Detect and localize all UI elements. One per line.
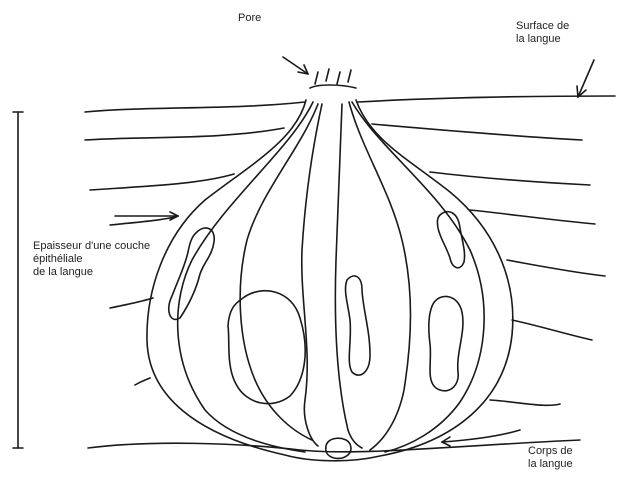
tongue-body-line xyxy=(88,440,580,452)
cell-left-outer xyxy=(178,102,313,452)
pore-arrow xyxy=(283,57,308,74)
layer-line-3-left xyxy=(90,174,234,190)
cell-right-outer xyxy=(352,102,484,452)
nucleus-left-edge xyxy=(169,228,215,320)
tongue-body-label: Corps de la langue xyxy=(528,445,573,471)
nucleus-center-elongated xyxy=(345,276,370,375)
elongated-cells xyxy=(178,102,484,452)
epithelial-thickness-label: Epaisseur d'une couche épithéliale de la… xyxy=(33,240,150,279)
layer-line-2-right xyxy=(372,124,582,140)
layer-line-5-right xyxy=(507,260,605,276)
layer-line-6-right xyxy=(512,320,592,340)
cell-right-inner xyxy=(349,102,411,450)
nucleus-bottom xyxy=(326,438,351,458)
layer-line-7-right xyxy=(490,400,560,405)
pore-opening xyxy=(310,69,356,88)
cell-center-right xyxy=(335,104,362,448)
layer-line-6-left xyxy=(135,378,150,385)
tongue-surface-line-right xyxy=(358,96,615,102)
nucleus-right xyxy=(429,296,463,390)
layer-line-5-left xyxy=(110,298,153,308)
epithelial-layer-lines xyxy=(85,96,615,452)
pore-label: Pore xyxy=(238,12,261,25)
layer-line-4-left xyxy=(110,216,178,225)
tongue-surface-label: Surface de la langue xyxy=(516,20,569,46)
layer-line-4-right xyxy=(470,210,595,224)
cell-center-left xyxy=(302,104,322,446)
layer-line-3-right xyxy=(430,172,590,185)
surface-arrow xyxy=(577,60,594,97)
cell-nuclei xyxy=(169,212,465,459)
layer-line-2-left xyxy=(85,128,284,140)
tongue-surface-line-left xyxy=(85,102,305,112)
